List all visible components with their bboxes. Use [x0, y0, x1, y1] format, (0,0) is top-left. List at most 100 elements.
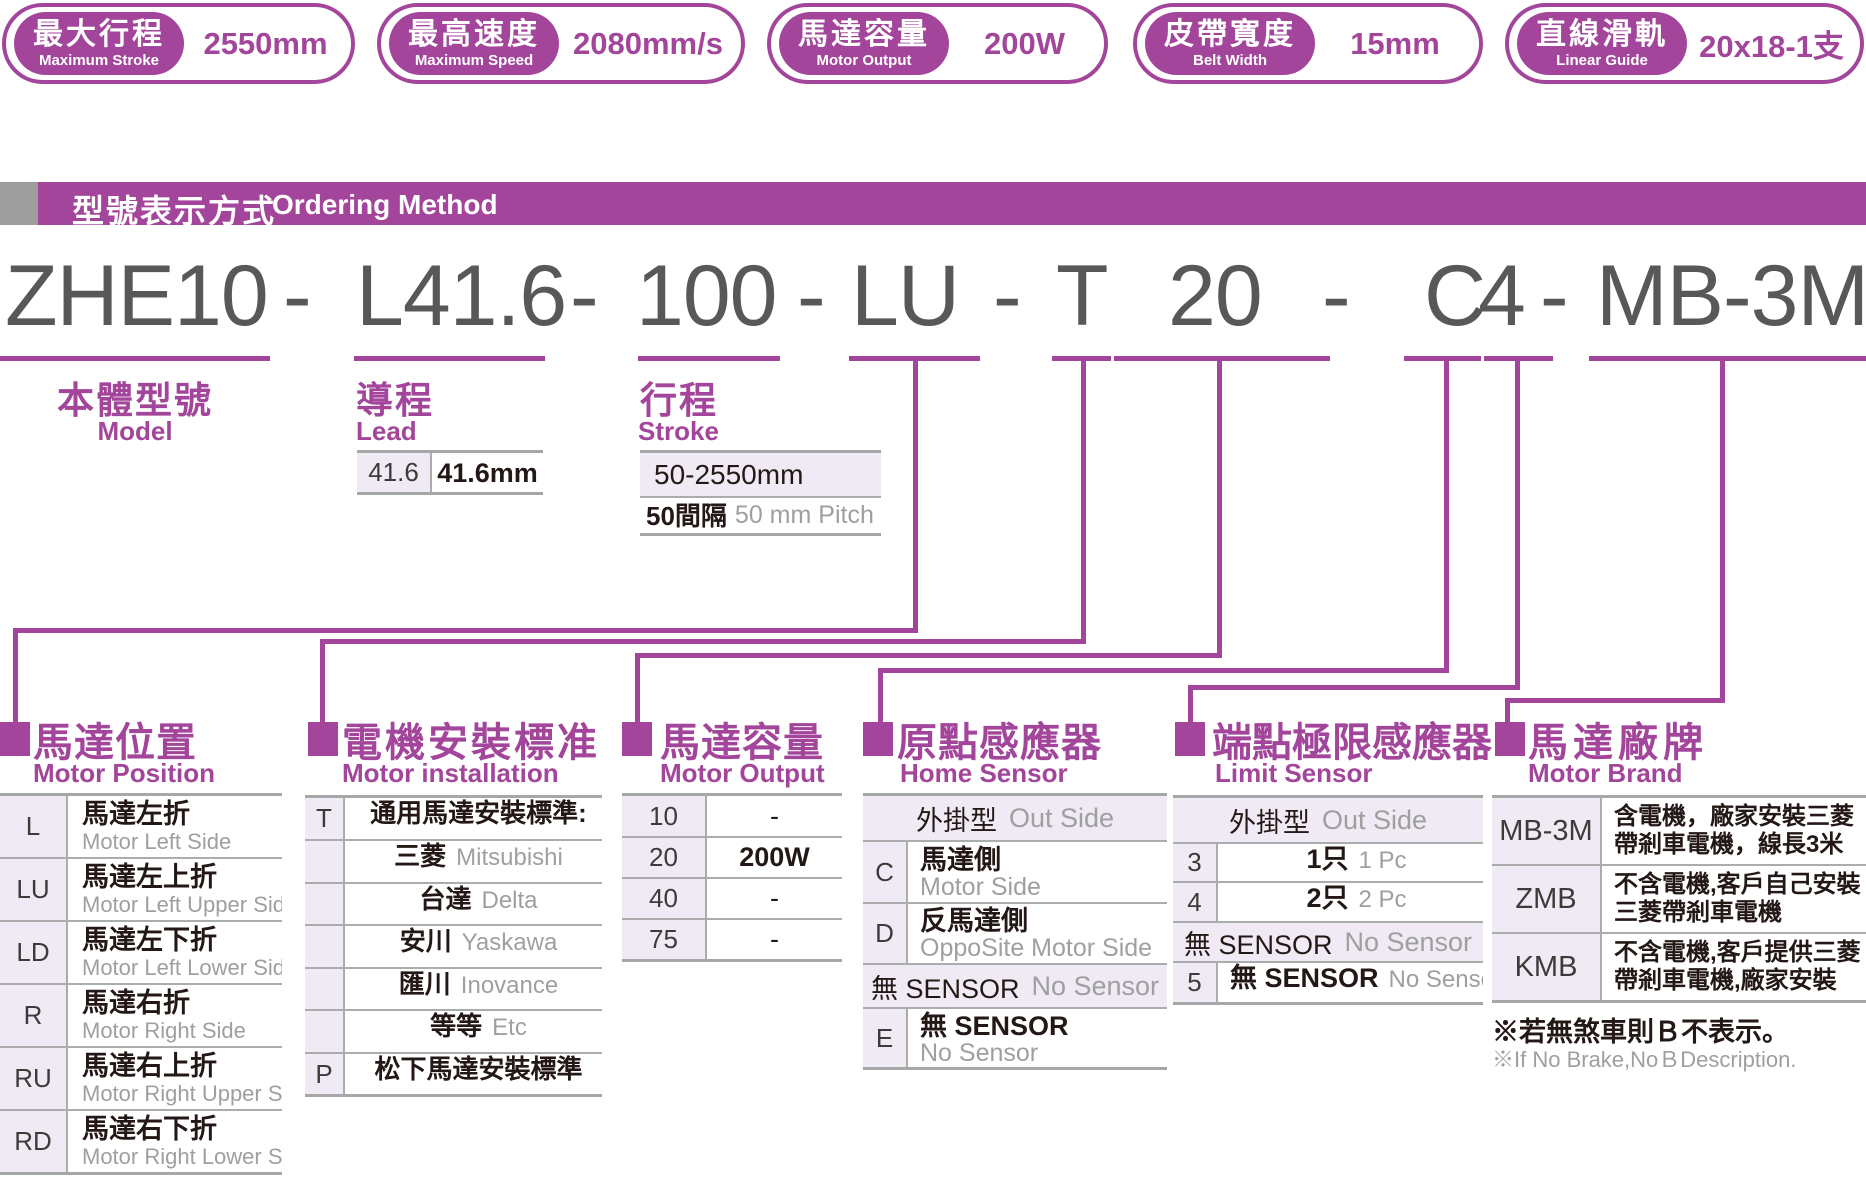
- brand-table: MB-3M 含電機，廠家安裝三菱帶剎車電機，線長3米 ZMB 不含電機,客戶自己…: [1492, 795, 1866, 1003]
- model-code-output: 20: [1168, 248, 1263, 344]
- output-title: 馬達容量: [660, 721, 824, 765]
- installation-row-en: Yaskawa: [461, 929, 558, 956]
- brand-row-code: MB-3M: [1492, 798, 1602, 864]
- position-row-zh: 馬達左上折: [82, 862, 217, 892]
- home-header-zh: 外掛型: [915, 805, 997, 836]
- underline-home: [1404, 356, 1481, 361]
- installation-row-code: T: [305, 798, 345, 839]
- model-code-position: LU: [851, 248, 960, 344]
- home-row-code: C: [863, 842, 908, 902]
- home-row-en: Motor Side: [920, 872, 1041, 901]
- badge-max-speed-zh: 最高速度: [408, 17, 540, 51]
- underline-output: [1114, 356, 1330, 361]
- connector-home-v1: [1444, 361, 1449, 673]
- brand-note-zh: ※若無煞車則Ｂ不表示。: [1492, 1017, 1789, 1047]
- connector-brand-v1: [1720, 361, 1725, 703]
- home-row-code: D: [863, 904, 908, 963]
- position-row-zh: 馬達右折: [82, 988, 190, 1018]
- model-code-brand: MB-3M: [1596, 248, 1866, 344]
- stroke-range: 50-2550mm: [654, 458, 804, 490]
- legend-lead-zh: 導程: [356, 380, 434, 421]
- badge-linear-guide: 直線滑軌 Linear Guide 20x18-1支: [1505, 3, 1864, 84]
- output-row-value: 200W: [739, 842, 810, 872]
- badge-motor-output-zh: 馬達容量: [798, 17, 930, 51]
- position-row-code: L: [0, 796, 68, 857]
- connector-home-v2: [878, 668, 883, 724]
- badge-belt-width-en: Belt Width: [1192, 51, 1268, 69]
- brand-row-zh: 不含電機,客戶提供三菱帶剎車電機,廠家安裝: [1614, 939, 1861, 994]
- badge-linear-guide-zh: 直線滑軌: [1536, 17, 1668, 51]
- position-row-en: Motor Left Lower Side: [82, 955, 282, 980]
- position-subtitle: Motor Position: [33, 758, 215, 788]
- brand-row-zh: 不含電機,客戶自己安裝三菱帶剎車電機: [1614, 871, 1861, 926]
- section-header-bar: 型號表示方式 Ordering Method: [0, 182, 1866, 229]
- position-row-code: LD: [0, 922, 68, 983]
- installation-row-code: P: [305, 1054, 345, 1094]
- badge-motor-output-label: 馬達容量 Motor Output: [779, 12, 949, 75]
- home-header-en: Out Side: [1008, 802, 1115, 833]
- installation-row-zh: 通用馬達安裝標準:: [370, 798, 587, 828]
- connector-brand-h: [1505, 698, 1725, 703]
- section-header-en: Ordering Method: [272, 189, 498, 220]
- lead-table: 41.6 41.6mm: [357, 450, 543, 495]
- brand-row-zh: 含電機，廠家安裝三菱帶剎車電機，線長3米: [1614, 803, 1854, 858]
- legend-stroke-zh: 行程: [640, 380, 718, 421]
- installation-row-zh: 台達: [419, 884, 472, 914]
- limit-row-zh: 2只: [1306, 883, 1349, 913]
- model-code-dash: -: [283, 248, 312, 344]
- home-nosensor-zh: 無 SENSOR: [870, 973, 1020, 1004]
- badge-linear-guide-en: Linear Guide: [1556, 51, 1648, 69]
- badge-max-speed-en: Maximum Speed: [414, 51, 534, 69]
- model-code-lead: L41.6: [356, 248, 567, 344]
- installation-row-zh: 等等: [430, 1011, 483, 1041]
- underline-lead: [354, 356, 545, 361]
- limit-row-en: No Sensor: [1388, 966, 1483, 993]
- underline-stroke: [638, 356, 780, 361]
- model-code-home-sensor: C: [1424, 248, 1486, 344]
- installation-subtitle: Motor installation: [342, 758, 559, 788]
- underline-position: [849, 356, 980, 361]
- section-header-zh: 型號表示方式: [72, 193, 277, 229]
- installation-row-zh: 松下馬達安裝標準: [374, 1054, 583, 1084]
- output-subtitle: Motor Output: [660, 758, 825, 788]
- output-accent-square: [622, 722, 652, 756]
- underline-installation: [1052, 356, 1111, 361]
- connector-position-v1: [913, 361, 918, 633]
- badge-belt-width: 皮帶寬度 Belt Width 15mm: [1133, 3, 1483, 84]
- position-row-zh: 馬達右上折: [82, 1051, 217, 1081]
- position-row-en: Motor Right Lower Side: [82, 1144, 282, 1169]
- installation-row-code: [305, 926, 345, 967]
- connector-limit-v1: [1515, 361, 1520, 690]
- output-row-value: -: [770, 883, 779, 913]
- position-title: 馬達位置: [33, 721, 197, 765]
- connector-output-v2: [635, 653, 640, 724]
- installation-row-zh: 安川: [399, 926, 452, 956]
- legend-model-en: Model: [97, 416, 173, 446]
- badge-linear-guide-value: 20x18-1支: [1699, 29, 1844, 64]
- brand-row-code: ZMB: [1492, 866, 1602, 932]
- position-row-code: RU: [0, 1048, 68, 1109]
- model-code-dash: -: [797, 248, 826, 344]
- badge-motor-output-en: Motor Output: [816, 51, 912, 69]
- model-code-dash: -: [993, 248, 1022, 344]
- brand-subtitle: Motor Brand: [1528, 758, 1683, 788]
- brand-note-en: ※If No Brake,NoＢDescription.: [1492, 1047, 1797, 1072]
- limit-row-zh: 無 SENSOR: [1230, 963, 1379, 993]
- brand-row-code: KMB: [1492, 934, 1602, 1000]
- installation-row-en: Inovance: [460, 972, 559, 999]
- stroke-pitch-zh: 50間隔: [646, 500, 727, 531]
- position-row-code: LU: [0, 859, 68, 920]
- home-row-zh: 馬達側: [920, 844, 1001, 875]
- badge-max-stroke-value: 2550mm: [203, 25, 328, 61]
- position-row-en: Motor Right Side: [82, 1018, 246, 1043]
- limit-subtitle: Limit Sensor: [1215, 758, 1373, 788]
- underline-model: [0, 356, 270, 361]
- limit-row-code: 5: [1173, 963, 1218, 1002]
- connector-position-v2: [13, 628, 18, 724]
- model-code-model: ZHE10: [5, 248, 269, 344]
- home-row-zh: 無 SENSOR: [920, 1010, 1069, 1041]
- installation-row-en: Etc: [492, 1014, 527, 1041]
- position-row-en: Motor Left Upper Side: [82, 892, 282, 917]
